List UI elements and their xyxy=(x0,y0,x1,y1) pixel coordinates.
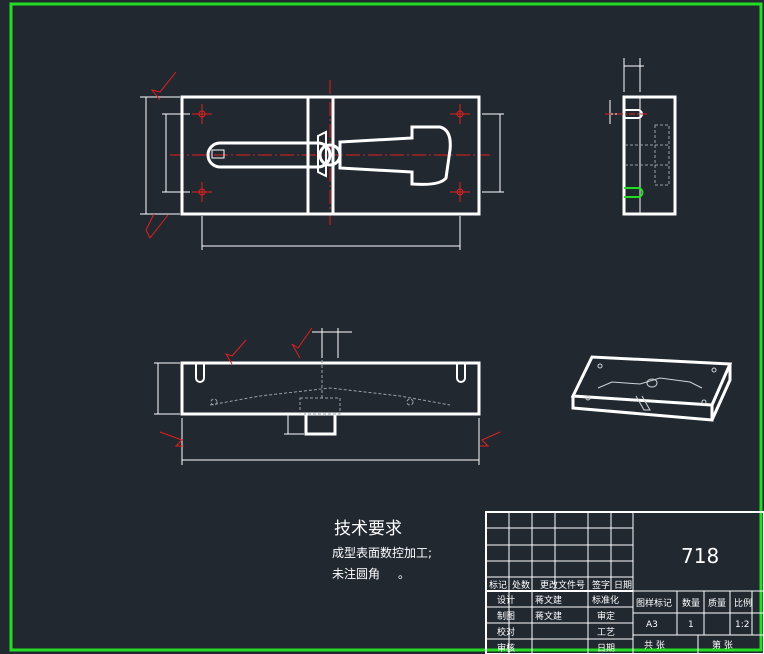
signoff-design-label: 设计 xyxy=(497,594,515,606)
front-view-slot-right xyxy=(456,363,466,383)
side-view-slot-bottom xyxy=(624,187,644,198)
top-view xyxy=(140,71,504,250)
sheet-number: 第 张 xyxy=(712,639,733,651)
title-block: 标记 处数 更改文件号 签字 日期 设计 蒋文建 标准化 制图 蒋文建 审定 校… xyxy=(485,511,764,654)
top-view-section-arrows xyxy=(145,71,177,239)
info-header-weight: 质量 xyxy=(708,597,726,609)
info-value-scale: 1:2 xyxy=(735,620,749,630)
rev-header-date: 日期 xyxy=(614,580,632,591)
iso-side-face xyxy=(710,364,732,421)
info-value-mark: A3 xyxy=(646,620,658,630)
part-code: 718 xyxy=(681,544,719,568)
side-view xyxy=(605,58,677,216)
signoff-review-label: 审定 xyxy=(597,610,615,622)
front-view-section-arrows xyxy=(159,327,501,447)
drawing-frame xyxy=(9,2,763,652)
signoff-draw-name: 蒋文建 xyxy=(535,610,562,622)
info-header-mark: 图样标记 xyxy=(636,597,672,609)
rev-header-count: 处数 xyxy=(512,579,530,591)
rev-header-sign: 签字 xyxy=(592,579,610,591)
info-value-qty: 1 xyxy=(688,620,694,630)
info-header-scale: 比例 xyxy=(734,597,752,609)
notes-line-1: 成型表面数控加工; xyxy=(332,545,432,560)
front-view-slot-left xyxy=(195,363,205,383)
front-view xyxy=(154,327,501,465)
title-block-grid xyxy=(486,512,764,654)
sheets-total: 共 张 xyxy=(644,640,665,651)
isometric-view xyxy=(570,355,733,422)
iso-detail-lines xyxy=(585,363,717,411)
front-view-runner-notch xyxy=(304,414,337,436)
signoff-audit-label: 审核 xyxy=(497,642,515,654)
top-view-hole-marks xyxy=(192,104,470,202)
notes-line-2-suffix: 。 xyxy=(398,567,410,581)
signoff-process-label: 工艺 xyxy=(597,627,615,638)
top-view-center-boss xyxy=(318,143,342,167)
top-view-key xyxy=(211,149,225,159)
front-view-hidden-lines xyxy=(209,350,451,415)
front-view-dimensions xyxy=(154,328,480,465)
rev-header-mark: 标记 xyxy=(489,579,507,591)
top-view-outline xyxy=(180,95,481,216)
signoff-check-label: 校对 xyxy=(497,626,515,638)
top-view-gate-pocket xyxy=(338,125,452,186)
top-view-dimensions xyxy=(140,96,504,250)
top-view-boss-ring xyxy=(317,130,327,178)
signoff-standardize-label: 标准化 xyxy=(592,594,619,606)
info-header-qty: 数量 xyxy=(682,597,700,609)
side-view-hidden-lines xyxy=(625,124,670,186)
rev-header-doc: 更改文件号 xyxy=(540,579,585,591)
signoff-draw-label: 制图 xyxy=(497,610,515,622)
iso-front-face xyxy=(571,396,714,422)
title-block-frame xyxy=(485,511,764,654)
signoff-date-label: 日期 xyxy=(597,643,615,654)
signoff-design-name: 蒋文建 xyxy=(535,594,562,606)
side-view-outline xyxy=(622,95,677,216)
technical-notes: 技术要求 成型表面数控加工; 未注圆角 。 xyxy=(332,519,432,581)
notes-line-2: 未注圆角 xyxy=(332,566,380,581)
notes-heading: 技术要求 xyxy=(334,519,402,539)
